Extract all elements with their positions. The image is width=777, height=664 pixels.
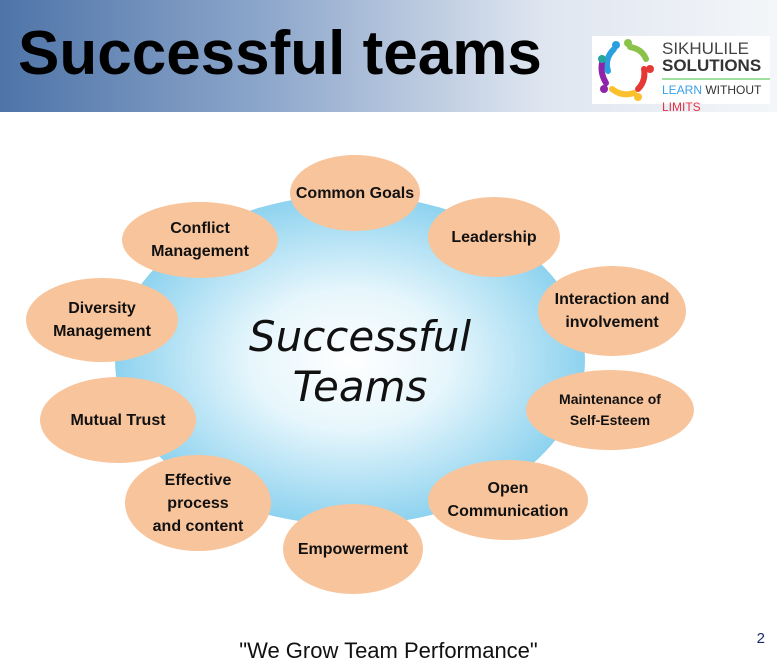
logo-tagline-2: WITHOUT xyxy=(705,83,762,97)
node-open-communication: Open Communication xyxy=(428,460,588,540)
node-diversity: Diversity Management xyxy=(26,278,178,362)
company-logo: SIKHULILE SOLUTIONS LEARN WITHOUT LIMITS xyxy=(592,36,770,114)
page-number: 2 xyxy=(756,630,765,647)
people-circle-logo-icon xyxy=(598,39,654,101)
footer-tagline: "We Grow Team Performance" xyxy=(239,638,538,663)
slide-title: Successful teams xyxy=(18,19,542,88)
logo-tagline-1: LEARN xyxy=(662,83,706,97)
node-mutual-trust: Mutual Trust xyxy=(40,377,196,463)
node-conflict: Conflict Management xyxy=(122,202,278,278)
logo-line1: SIKHULILE xyxy=(662,39,749,58)
node-empowerment: Empowerment xyxy=(283,504,423,594)
title-banner: Successful teams SIKHULILE SOLUTIONS LEA… xyxy=(0,0,777,114)
node-effective-process: Effective process and content xyxy=(125,455,271,551)
node-leadership: Leadership xyxy=(428,197,560,277)
logo-line2: SOLUTIONS xyxy=(662,56,762,75)
logo-tagline-3: LIMITS xyxy=(662,100,701,114)
center-label: Successful Teams xyxy=(248,312,472,411)
node-interaction: Interaction and involvement xyxy=(538,266,686,356)
node-common-goals: Common Goals xyxy=(290,155,420,231)
node-self-esteem: Maintenance of Self-Esteem xyxy=(526,370,694,450)
